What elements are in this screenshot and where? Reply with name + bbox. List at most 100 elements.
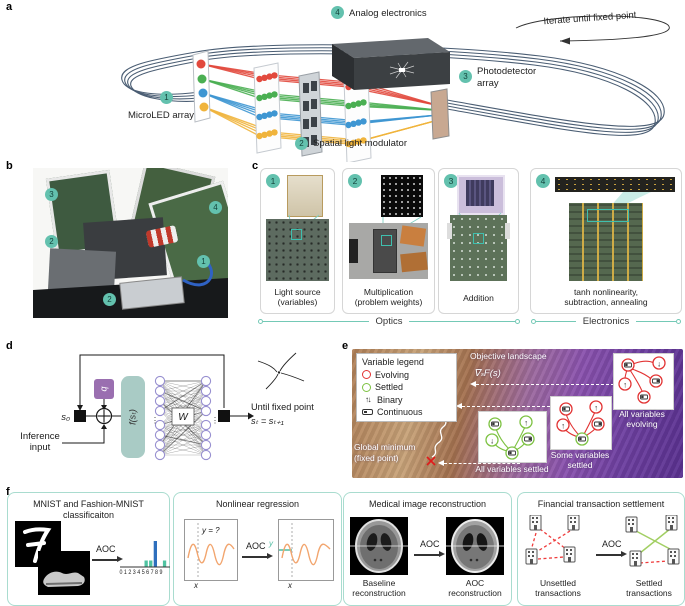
photodetector-label-2: array (477, 78, 499, 89)
badge-analog: 4 (331, 6, 344, 19)
all-settled-graph: ↑ ↓ (478, 411, 547, 463)
some-settled-caption-1: Some variables (550, 450, 610, 460)
panel-d-letter: d (6, 340, 13, 352)
x-axis-label-left: x (194, 581, 198, 590)
dashed-link-settled (438, 460, 520, 466)
aoc-arrow (414, 551, 445, 557)
flex-cable (399, 225, 427, 247)
building-icon (625, 515, 680, 567)
class-axis-labels: 0 1 2 3 4 5 6 7 8 9 (119, 569, 163, 576)
aoc-label: AOC (96, 544, 116, 554)
microled-inset-image (287, 175, 323, 217)
svg-text:↑: ↑ (524, 419, 528, 428)
inference-label-1: Inference (20, 431, 60, 442)
optical-schematic (121, 15, 670, 162)
regression-plot-left: y = ? (184, 519, 238, 581)
photodetector-panel (430, 88, 450, 140)
card-caption-1: Light source(variables) (274, 286, 321, 307)
photo-badge-1: 1 (197, 255, 210, 268)
aoc-label: AOC (420, 539, 440, 549)
optics-axis: Optics (258, 316, 520, 327)
axis-endpoint (515, 319, 520, 324)
axis-endpoint (676, 319, 681, 324)
flex-cable (400, 251, 428, 273)
regression-title: Nonlinear regression (215, 499, 300, 509)
all-settled-caption: All variables settled (475, 464, 549, 474)
objective-landscape-label: Objective landscape (470, 351, 547, 361)
axis-endpoint (258, 319, 263, 324)
svg-text:↑: ↑ (561, 422, 565, 431)
connector (505, 223, 510, 239)
baseline-phantom-image (350, 517, 408, 575)
weights-label: W (178, 412, 189, 423)
photo-badge-4: 4 (209, 201, 222, 214)
state-node-input (74, 410, 86, 422)
card-badge-4: 4 (536, 174, 550, 188)
component-card-light-source: 1 Light source(variables) (260, 168, 335, 314)
axis-endpoint (531, 319, 536, 324)
panel-e-letter: e (342, 340, 349, 352)
legend-title: Variable legend (362, 357, 424, 367)
regression-plot-right (278, 519, 334, 581)
addition-board-image (447, 215, 510, 281)
electronics-axis: Electronics (531, 316, 681, 327)
aoc-arrow (92, 556, 123, 562)
card-caption-4: tanh nonlinearity,subtraction, annealing (564, 286, 648, 307)
all-evolving-graph: ↓ ↑ (613, 353, 674, 410)
continuous-icon (362, 409, 373, 415)
svg-text:↓: ↓ (490, 437, 494, 446)
financial-title: Financial transaction settlement (537, 499, 665, 509)
activation-label: f(sₜ) (127, 409, 137, 425)
building-icon (525, 515, 580, 565)
gradient-formula: ∇ₛF(s) (474, 368, 501, 379)
panel-f-letter: f (6, 486, 10, 498)
fashion-mnist-image (38, 551, 90, 595)
svg-text:↓: ↓ (657, 360, 661, 369)
until-fixed-point-label: Until fixed point (251, 402, 314, 412)
ellipsis-left: ⋮ (151, 416, 159, 425)
card-badge-1: 1 (266, 174, 280, 188)
dashed-link-evolving (470, 381, 614, 387)
optics-axis-label: Optics (375, 316, 403, 327)
weights-box (171, 407, 195, 426)
analog-electronics-box (332, 38, 450, 90)
analog-electronics-label: Analog electronics (349, 8, 427, 19)
q-label: q (98, 386, 108, 391)
fixed-point-equation: sₜ = sₜ₊₁ (251, 416, 284, 426)
feedback-wires (62, 354, 254, 444)
badge-photodetector: 3 (459, 70, 472, 83)
legend-item-continuous: Continuous (362, 407, 451, 417)
recurrent-network-diagram: q s₀ Inference input f(sₜ) ⋮ ⋮ W Until f… (20, 352, 314, 461)
zoom-target (381, 235, 392, 246)
panel-c-letter: c (252, 160, 259, 172)
application-regression: Nonlinear regression y = ? x AOC y x (173, 492, 342, 606)
inference-label-2: input (30, 442, 51, 453)
activation-box (121, 376, 145, 458)
component-card-multiplication: 2 Multiplication(problem weights) (342, 168, 435, 314)
y-axis-label-right: y (269, 539, 273, 548)
aoc-phantom-image (446, 517, 504, 575)
class-score-chart (120, 541, 170, 568)
settled-icon (362, 382, 371, 392)
electronics-board-image (569, 203, 643, 281)
objective-landscape: Variable legend Evolving Settled ↑↓ Bina… (352, 349, 683, 478)
aoc-label: AOC (602, 539, 622, 549)
global-minimum-label-2: (fixed point) (354, 453, 399, 463)
ellipsis-right: ⋮ (211, 416, 219, 425)
panel-b-letter: b (6, 160, 13, 172)
medical-title: Medical image reconstruction (368, 499, 487, 509)
connector (447, 223, 452, 239)
photo-badge-2a: 2 (45, 235, 58, 248)
binary-icon: ↑↓ (365, 395, 372, 404)
iterate-loop (515, 15, 670, 45)
some-settled-caption-2: settled (567, 460, 593, 470)
electronics-axis-label: Electronics (582, 316, 630, 327)
aoc-arrow (242, 553, 273, 559)
zoom-target (291, 229, 302, 240)
